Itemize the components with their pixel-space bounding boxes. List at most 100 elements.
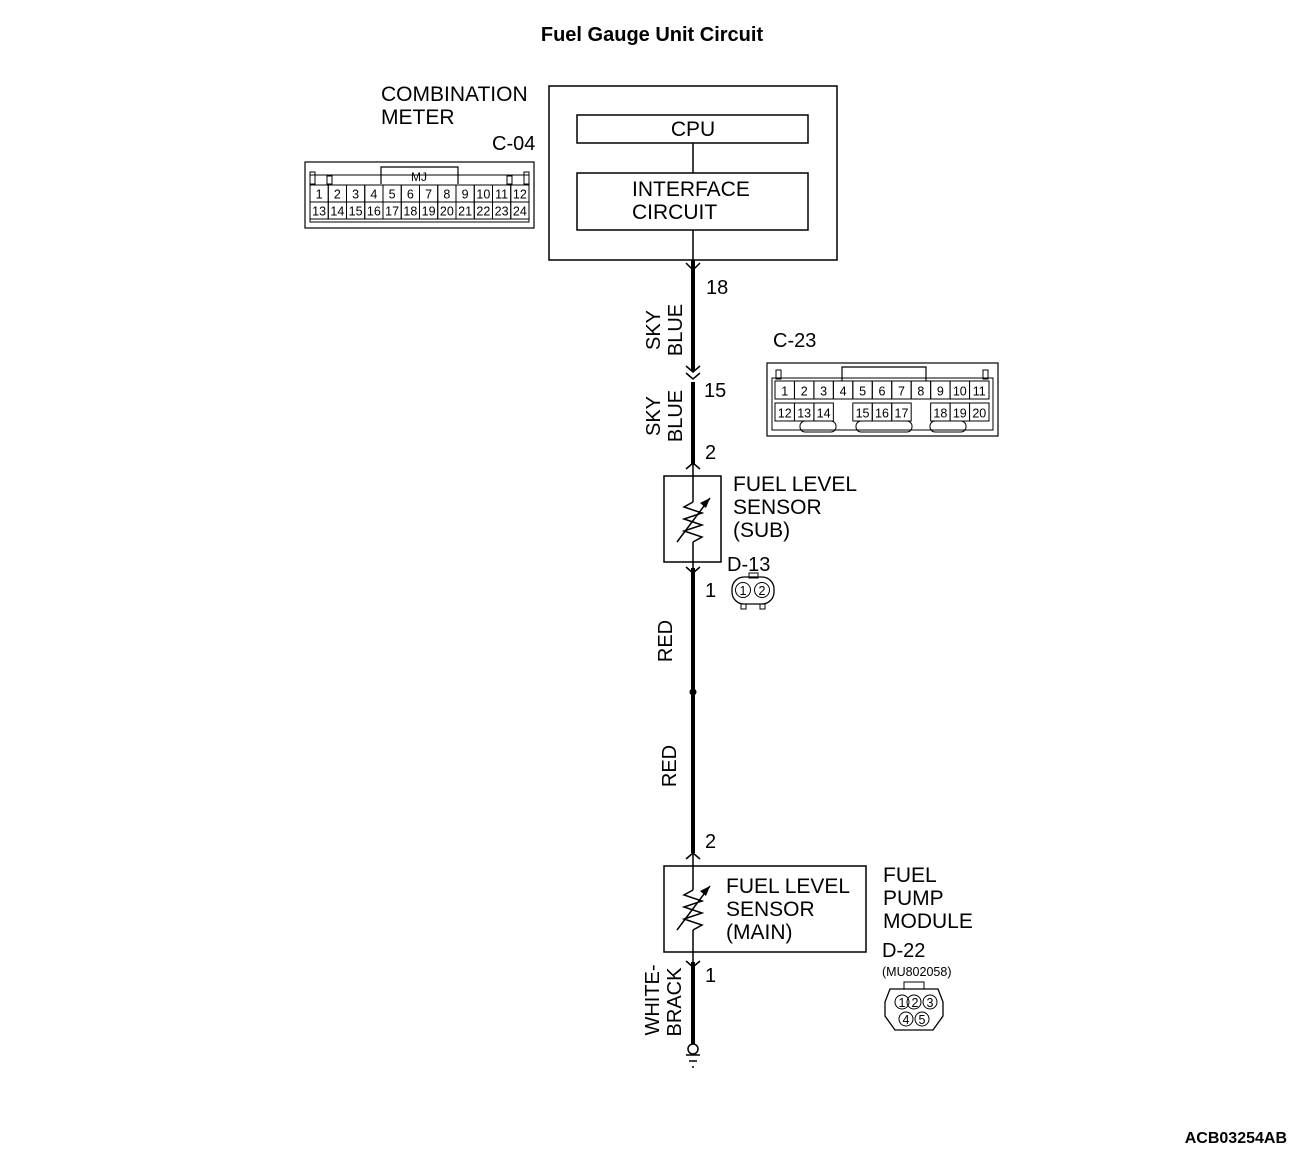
d13-pin-1: 1 (740, 584, 747, 598)
connector-d13-face: 1 2 (731, 572, 775, 610)
cpu-label: CPU (671, 118, 715, 141)
c23-pin-18: 18 (933, 407, 947, 421)
sensor-main-label-3: (MAIN) (726, 921, 793, 944)
c23-pin-4: 4 (840, 385, 847, 399)
c04-pin-9: 9 (462, 188, 469, 202)
c04-pin-23: 23 (495, 205, 509, 219)
combination-meter-label-2: METER (381, 106, 455, 129)
d22-pin-4: 4 (903, 1013, 910, 1027)
fuel-pump-label-1: FUEL (883, 864, 937, 887)
c23-pin-8: 8 (917, 385, 924, 399)
c04-pin-19: 19 (422, 205, 436, 219)
junction-connector-mark-upper (685, 365, 701, 373)
wire-label-red-1: RED (655, 620, 677, 662)
c23-pin-1: 1 (781, 385, 788, 399)
c23-pin-11-cell (969, 380, 990, 400)
d22-pin-3: 3 (927, 996, 934, 1010)
pin-main-2-label: 2 (705, 831, 716, 853)
c23-lock-tab-1 (799, 420, 837, 433)
variable-arrow-main-head (700, 886, 710, 896)
c04-pin-17: 17 (385, 205, 399, 219)
c04-pin-12: 12 (513, 188, 527, 202)
sensor-sub-label-1: FUEL LEVEL (733, 473, 857, 496)
c23-pin-2: 2 (801, 385, 808, 399)
c04-pin-20: 20 (440, 205, 454, 219)
pin-18-label: 18 (706, 277, 728, 299)
c04-pin-11: 11 (495, 188, 508, 202)
ground-icon (686, 1043, 700, 1068)
c04-pin-22: 22 (476, 205, 490, 219)
wire-label-white: WHITE- (642, 964, 664, 1035)
connector-id-c23: C-23 (773, 330, 816, 352)
fuel-pump-label-3: MODULE (883, 910, 973, 933)
wire-label-sky-2b: BLUE (665, 390, 687, 442)
c04-pin-7: 7 (425, 188, 432, 202)
c04-pin-1: 1 (316, 188, 323, 202)
pin-sub-1-label: 1 (705, 580, 716, 602)
c23-pin-13: 13 (797, 407, 811, 421)
fuel-pump-label-2: PUMP (883, 887, 944, 910)
sensor-main-label-2: SENSOR (726, 898, 815, 921)
interface-label-1: INTERFACE (632, 178, 750, 201)
c04-pin-24: 24 (513, 205, 527, 219)
c04-pin-6: 6 (407, 188, 414, 202)
connector-id-c04: C-04 (492, 133, 535, 155)
sensor-sub-label-3: (SUB) (733, 519, 790, 542)
diagram-title: Fuel Gauge Unit Circuit (541, 24, 764, 46)
c23-pin-5: 5 (859, 385, 866, 399)
connector-tag-mj: MJ (411, 170, 427, 184)
resistor-symbol-sub (681, 501, 705, 543)
c23-pin-16: 16 (875, 407, 889, 421)
c23-pin-20: 20 (972, 407, 986, 421)
variable-arrow-sub-head (700, 498, 710, 508)
connector-id-d22: D-22 (882, 940, 925, 962)
c23-pin-9: 9 (937, 385, 944, 399)
drawing-id: ACB03254AB (1185, 1130, 1287, 1147)
c04-pin-5: 5 (389, 188, 396, 202)
c04-pin-24-cell (510, 201, 530, 220)
wire-label-sky-1b: BLUE (665, 304, 687, 356)
c23-pin-15: 15 (856, 407, 870, 421)
pin-15-label: 15 (704, 380, 726, 402)
c04-pin-13: 13 (312, 205, 326, 219)
d22-pin-5: 5 (919, 1013, 926, 1027)
sensor-main-label-1: FUEL LEVEL (726, 875, 850, 898)
c04-pin-10: 10 (476, 188, 490, 202)
c04-pin-4: 4 (370, 188, 377, 202)
c04-pin-14: 14 (330, 205, 344, 219)
terminal-18-mark (685, 262, 701, 272)
c23-lock-tab-2 (855, 420, 913, 433)
wire-label-red-2: RED (659, 745, 681, 787)
c23-pin-3: 3 (820, 385, 827, 399)
c04-pin-8: 8 (443, 188, 450, 202)
combination-meter-label-1: COMBINATION (381, 83, 528, 106)
connector-d22-face: 1 2 3 4 5 (884, 981, 944, 1031)
d13-pin-2: 2 (759, 584, 766, 598)
c04-pin-2: 2 (334, 188, 341, 202)
c23-pin-7: 7 (898, 385, 905, 399)
wire-label-sky-2a: SKY (643, 396, 665, 436)
terminal-sub-2-mark (685, 462, 701, 470)
c23-pin-14: 14 (817, 407, 831, 421)
pin-sub-2-label: 2 (705, 442, 716, 464)
connector-id-d13: D-13 (727, 554, 770, 576)
c23-pin-10: 10 (953, 385, 967, 399)
d22-pin-1: 1 (899, 996, 906, 1010)
c04-pin-18: 18 (403, 205, 417, 219)
pin-main-1-label: 1 (705, 965, 716, 987)
wire-label-brack: BRACK (664, 967, 686, 1037)
junction-connector-mark-lower (685, 372, 701, 380)
c04-pin-15: 15 (349, 205, 363, 219)
c23-pin-11: 11 (973, 385, 986, 399)
c23-pin-20-cell (969, 402, 990, 422)
c23-pin-17: 17 (895, 407, 909, 421)
c04-pin-3: 3 (352, 188, 359, 202)
c23-lock-tab-3 (929, 420, 967, 433)
d22-part-number: (MU802058) (882, 965, 951, 979)
terminal-sub-1-mark (685, 566, 701, 574)
interface-label-2: CIRCUIT (632, 201, 717, 224)
